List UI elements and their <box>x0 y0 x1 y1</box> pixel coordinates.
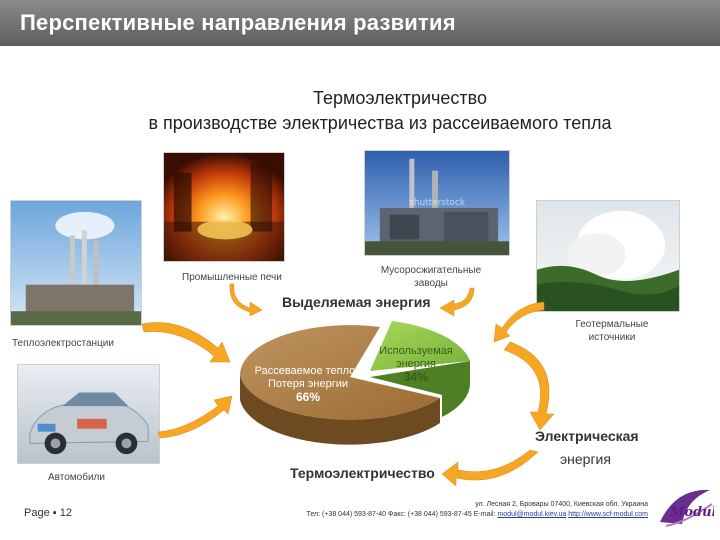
automobile-photo <box>17 364 160 464</box>
pie-dissipated-percent: 66% <box>295 390 321 404</box>
arrow-geothermal-icon <box>488 298 546 342</box>
arrow-thermal-icon <box>140 318 232 368</box>
modul-logo: Modul <box>656 482 717 532</box>
footer-phone: Тел: (+38 044) 593-87-40 Факс: (+38 044)… <box>306 511 496 518</box>
caption-geothermal-line-1: Геотермальные <box>575 319 649 330</box>
pie-side-dissipated <box>240 375 440 445</box>
pie-slice-dissipated <box>240 325 440 420</box>
pie-label-used: Используемая энергия 34% <box>370 345 462 385</box>
thermal-power-plant-photo <box>10 200 142 326</box>
footer-address: ул. Лесная 2, Бровары 07400, Киевская об… <box>475 501 648 508</box>
geothermal-photo <box>536 200 680 312</box>
electric-energy-label-2: энергия <box>560 451 611 467</box>
footer-web-link[interactable]: http://www.scf-modul.com <box>568 511 648 518</box>
footer-phone-line: Тел: (+38 044) 593-87-40 Факс: (+38 044)… <box>307 510 648 520</box>
thermoelectricity-label: Термоэлектричество <box>290 465 435 481</box>
caption-automobiles: Автомобили <box>48 472 105 483</box>
caption-thermal-power-plants: Теплоэлектростанции <box>12 338 114 349</box>
pie-dissipated-line-1: Рассеваемое тепло / <box>254 365 362 377</box>
released-energy-label: Выделяемая энергия <box>282 294 431 310</box>
incineration-plant-photo: shutterstock <box>364 150 510 256</box>
caption-geothermal: Геотермальные источники <box>564 318 660 344</box>
pie-label-dissipated: Рассеваемое тепло / Потеря энергии 66% <box>238 365 378 405</box>
header-bar: Перспективные направления развития <box>0 0 720 46</box>
pie-used-percent: 34% <box>403 370 429 384</box>
industrial-furnace-photo <box>163 152 285 262</box>
arrow-to-electric-icon <box>500 340 570 430</box>
svg-text:Modul: Modul <box>669 505 714 520</box>
caption-industrial-furnaces: Промышленные печи <box>182 272 282 283</box>
arrow-incineration-icon <box>438 286 478 316</box>
caption-incineration-plants: Мусоросжигательные заводы <box>376 264 486 290</box>
subtitle-line-2: в производстве электричества из рассеива… <box>148 113 612 133</box>
subtitle-line-1: Термоэлектричество <box>312 88 488 108</box>
caption-incineration-line-1: Мусоросжигательные <box>380 265 482 276</box>
svg-text:shutterstock: shutterstock <box>409 198 465 208</box>
arrow-automobile-icon <box>156 390 234 438</box>
pie-used-line-2: энергия <box>395 358 437 370</box>
footer-email-link[interactable]: modul@modul.kiev.ua <box>497 511 567 518</box>
caption-incineration-line-2: заводы <box>414 278 448 289</box>
footer-contacts: ул. Лесная 2, Бровары 07400, Киевская об… <box>307 500 648 520</box>
pie-side-used <box>370 361 471 417</box>
page-number: Page ▪ 12 <box>24 507 72 519</box>
arrow-thermoelectricity-icon <box>440 448 540 488</box>
electric-energy-label-1: Электрическая <box>535 428 639 444</box>
pie-slice-used <box>370 321 470 371</box>
pie-used-line-1: Используемая <box>379 345 453 357</box>
caption-geothermal-line-2: источники <box>588 332 636 343</box>
page-title: Перспективные направления развития <box>20 10 456 35</box>
arrow-furnace-icon <box>228 280 264 316</box>
energy-pie-chart: Рассеваемое тепло / Потеря энергии 66% И… <box>230 305 490 455</box>
pie-dissipated-line-2: Потеря энергии <box>267 378 349 390</box>
